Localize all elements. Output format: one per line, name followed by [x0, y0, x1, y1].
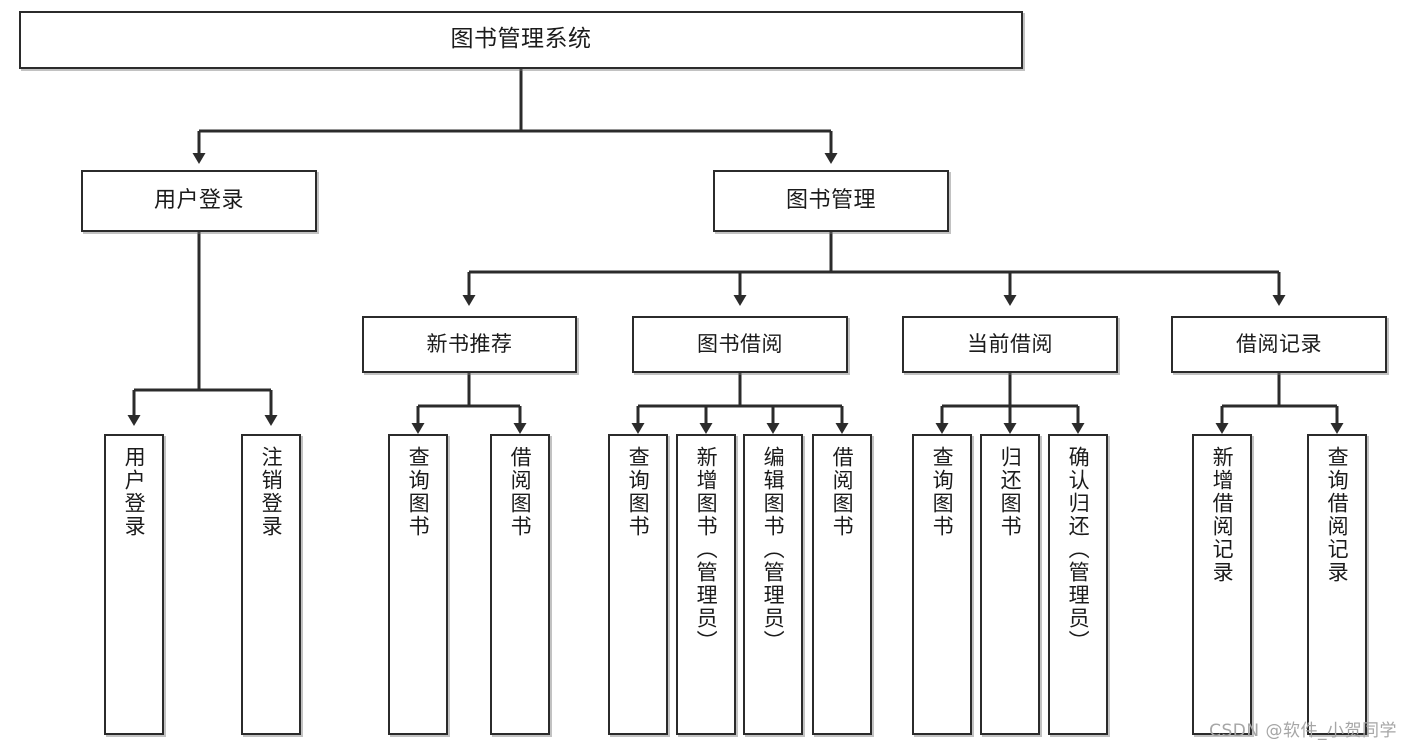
- node-label: 图书管理系统: [450, 26, 592, 53]
- node-label: 图书管理: [785, 187, 876, 213]
- leaf-current-query-books[interactable]: 查询图书: [912, 434, 972, 735]
- node-label: 新增借阅记录: [1210, 446, 1235, 584]
- node-label: 查询图书: [626, 446, 651, 538]
- leaf-record-query-record[interactable]: 查询借阅记录: [1307, 434, 1367, 735]
- node-label: 新书推荐: [426, 331, 513, 356]
- node-label: 编辑图书（管理员）: [761, 446, 786, 653]
- leaf-borrow-add-book-admin[interactable]: 新增图书（管理员）: [676, 434, 736, 735]
- leaf-logout[interactable]: 注销登录: [241, 434, 301, 735]
- leaf-newbook-borrow-books[interactable]: 借阅图书: [490, 434, 550, 735]
- edges-bookmgmt-to-level3: [462, 232, 1286, 306]
- leaf-user-login[interactable]: 用户登录: [104, 434, 164, 735]
- node-current-borrow[interactable]: 当前借阅: [902, 316, 1118, 373]
- leaf-borrow-borrow-books[interactable]: 借阅图书: [812, 434, 872, 735]
- node-label: 归还图书: [998, 446, 1023, 538]
- node-label: 查询图书: [930, 446, 955, 538]
- leaf-current-confirm-return-admin[interactable]: 确认归还（管理员）: [1048, 434, 1108, 735]
- node-label: 借阅记录: [1236, 331, 1322, 356]
- leaf-current-return-books[interactable]: 归还图书: [980, 434, 1040, 735]
- node-label: 查询图书: [406, 446, 431, 538]
- watermark-text: CSDN @软件_小贺同学: [1209, 721, 1397, 741]
- node-label: 注销登录: [259, 446, 284, 538]
- node-label: 用户登录: [122, 446, 147, 538]
- leaf-borrow-edit-book-admin[interactable]: 编辑图书（管理员）: [743, 434, 803, 735]
- node-book-management[interactable]: 图书管理: [713, 170, 949, 232]
- node-label: 用户登录: [153, 187, 244, 213]
- node-root-system[interactable]: 图书管理系统: [19, 11, 1023, 69]
- node-user-login[interactable]: 用户登录: [81, 170, 317, 232]
- edges-borrowrecord-to-leaves: [1215, 373, 1344, 434]
- node-book-borrow[interactable]: 图书借阅: [632, 316, 848, 373]
- edges-userlogin-to-leaves: [127, 232, 278, 426]
- node-label: 确认归还（管理员）: [1066, 446, 1091, 653]
- edges-bookborrow-to-leaves: [631, 373, 849, 434]
- edges-newbook-to-leaves: [411, 373, 527, 434]
- node-borrow-record[interactable]: 借阅记录: [1171, 316, 1387, 373]
- leaf-borrow-query-books[interactable]: 查询图书: [608, 434, 668, 735]
- edges-root-to-level2: [192, 69, 838, 164]
- node-new-book-recommend[interactable]: 新书推荐: [362, 316, 577, 373]
- leaf-record-add-record[interactable]: 新增借阅记录: [1192, 434, 1252, 735]
- leaf-newbook-query-books[interactable]: 查询图书: [388, 434, 448, 735]
- node-label: 图书借阅: [697, 331, 783, 356]
- node-label: 查询借阅记录: [1325, 446, 1350, 584]
- node-label: 借阅图书: [508, 446, 533, 538]
- node-label: 借阅图书: [830, 446, 855, 538]
- node-label: 当前借阅: [967, 331, 1053, 356]
- edges-currentborrow-to-leaves: [935, 373, 1085, 434]
- node-label: 新增图书（管理员）: [694, 446, 719, 653]
